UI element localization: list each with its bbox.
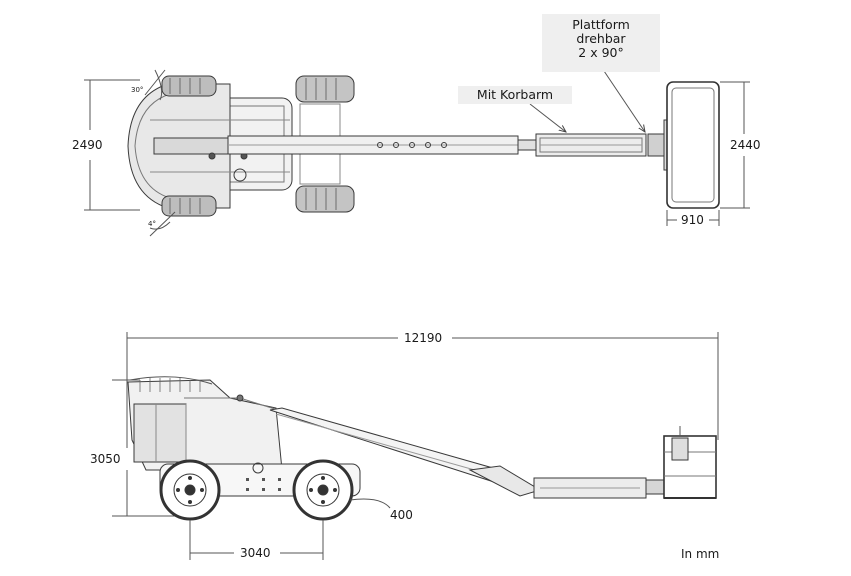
dim-line-overall-width: [84, 79, 140, 211]
callout-with-jib-text: Mit Korbarm: [476, 87, 554, 102]
wheel-front: [292, 459, 354, 521]
callout-rotating-platform: Plattform drehbar 2 x 90°: [542, 14, 660, 72]
wheel-rear: [159, 459, 221, 521]
dim-line-platform-depth: [666, 210, 720, 226]
dim-wheelbase: 3040: [238, 546, 273, 560]
angle-mark-upper: 30°: [131, 86, 144, 94]
boom-side: [269, 407, 667, 499]
dim-platform-width: 2440: [728, 138, 763, 152]
dim-line-wheelbase: [189, 520, 324, 560]
dim-line-platform-width: [720, 81, 750, 209]
dim-overall-length: 12190: [402, 331, 445, 345]
angle-mark-lower: 4°: [148, 220, 156, 228]
leader-with-jib: [529, 103, 566, 132]
callout-with-jib: Mit Korbarm: [458, 86, 572, 104]
dim-overall-width: 2490: [70, 138, 105, 152]
leader-rotating-platform: [601, 67, 645, 132]
callout-line-3: 2 x 90°: [578, 45, 624, 60]
platform-top: [666, 81, 720, 209]
dim-platform-depth: 910: [679, 213, 706, 227]
dim-line-overall-length: [126, 332, 719, 440]
callout-line-2: drehbar: [576, 31, 626, 46]
dim-line-stowed-height: [112, 379, 180, 517]
side-view: [112, 332, 719, 560]
leader-ground-clearance: [349, 498, 391, 509]
dim-stowed-height: 3050: [88, 452, 123, 466]
units-note: In mm: [681, 547, 720, 561]
dim-ground-clearance: 400: [390, 508, 413, 522]
callout-line-1: Plattform: [572, 17, 630, 32]
boom-top: [227, 119, 687, 171]
platform-side: [663, 426, 717, 499]
top-view: [84, 67, 750, 237]
